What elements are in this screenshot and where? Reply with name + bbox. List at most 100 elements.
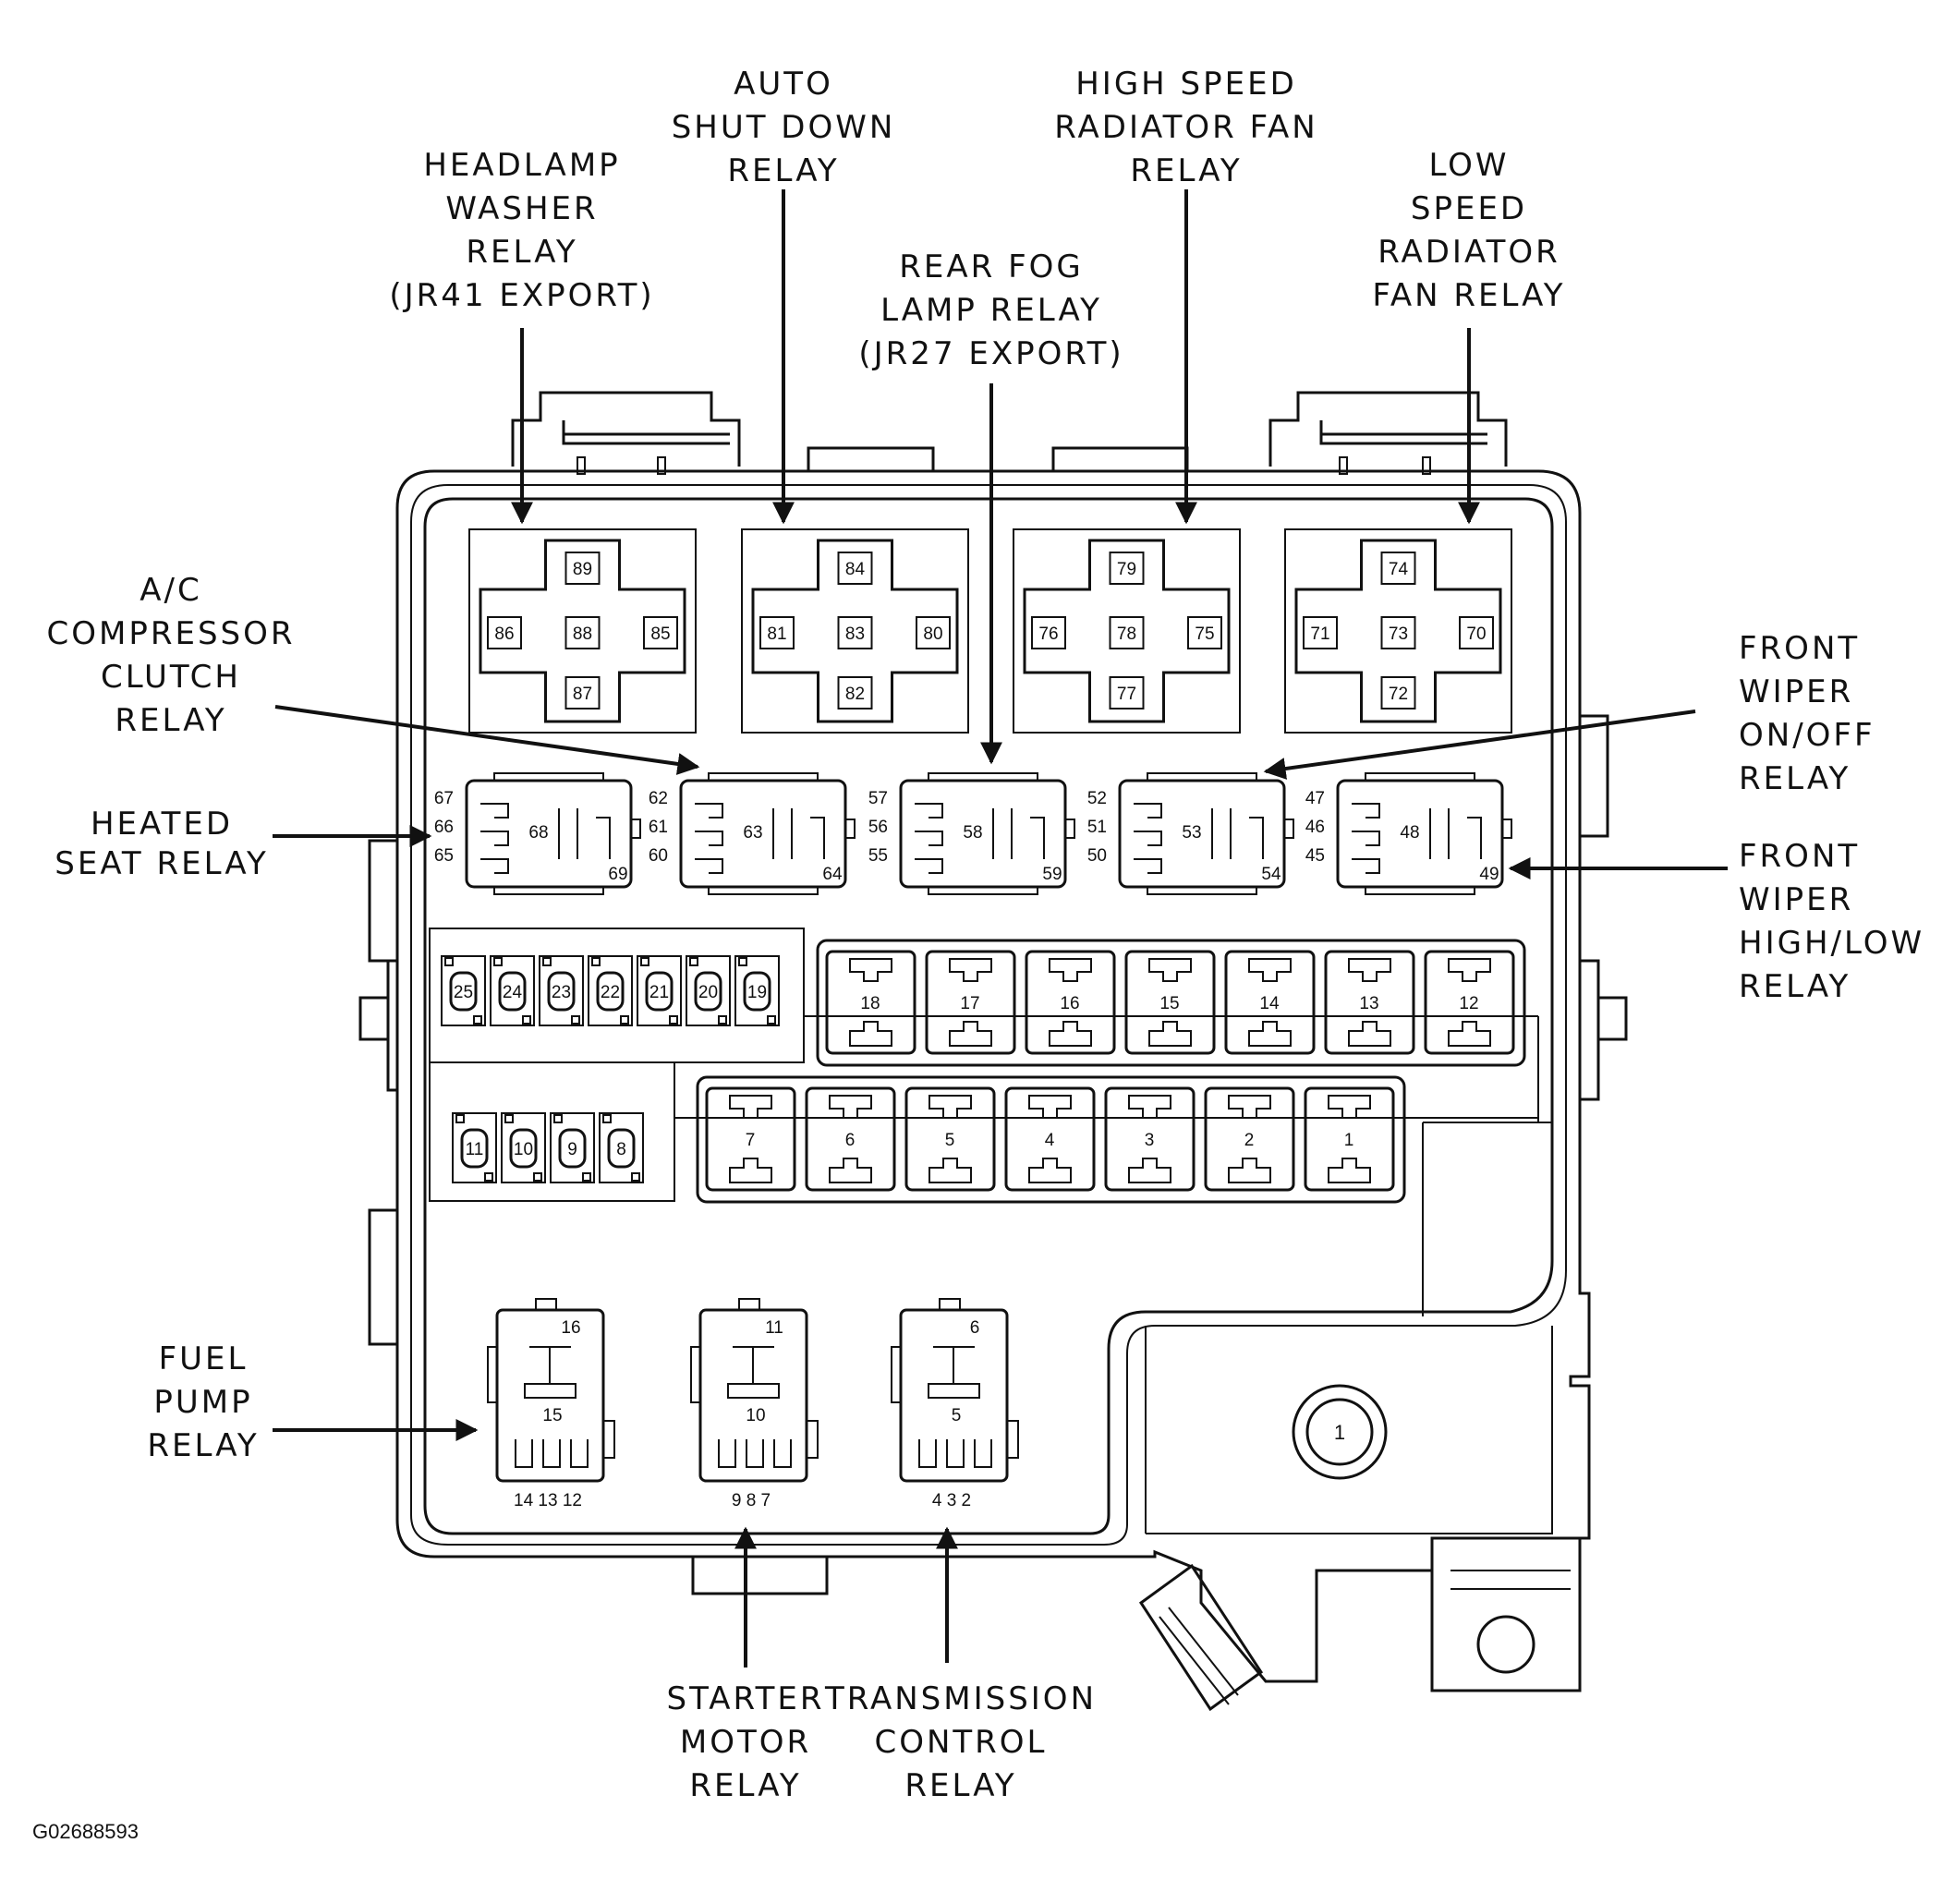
fuse-number: 22 [601, 983, 620, 1002]
fuse-number: 9 [567, 1140, 577, 1159]
relay-pin-number: 62 [649, 789, 668, 808]
label-front-wiper-highlow-line: WIPER [1739, 881, 1853, 918]
fuse-number: 5 [945, 1131, 955, 1150]
relay-pin-number: 67 [434, 789, 454, 808]
label-heated-seat-line: SEAT RELAY [55, 845, 268, 882]
cartridge-fuse: 2 [1204, 1086, 1295, 1192]
label-heated-seat-line: HEATED [91, 806, 233, 843]
fuse-number: 20 [698, 983, 718, 1002]
label-ac-compressor-line: COMPRESSOR [47, 615, 296, 652]
mini-relay: 47 46 45 48 49 [1305, 772, 1512, 895]
relay-pin-number: 16 [561, 1318, 580, 1338]
label-front-wiper-highlow-line: FRONT [1739, 838, 1860, 875]
relay-pin-number: 10 [746, 1406, 765, 1425]
cartridge-fuse: 3 [1104, 1086, 1196, 1192]
label-high-speed-fan-line: RADIATOR FAN [1054, 109, 1317, 146]
relay-pin-number: 59 [1042, 865, 1062, 884]
relay-pin-number: 47 [1305, 789, 1325, 808]
mini-fuse: 9 [550, 1112, 595, 1183]
mini-fuse: 22 [588, 955, 633, 1026]
label-high-speed-fan-line: HIGH SPEED [1075, 66, 1297, 103]
fuse-number: 11 [466, 1140, 484, 1159]
cartridge-fuse: 6 [805, 1086, 896, 1192]
label-rear-fog-line: LAMP RELAY [880, 292, 1102, 329]
label-auto-shut-down-line: RELAY [727, 152, 839, 189]
relay-pin-number: 82 [845, 685, 865, 704]
label-starter-motor-line: RELAY [689, 1767, 801, 1804]
relay-pin-number: 45 [1305, 846, 1325, 866]
label-headlamp-washer-line: WASHER [445, 190, 598, 227]
relay-pin-numbers: 9 8 7 [732, 1491, 771, 1510]
relay-pin-number: 66 [434, 818, 454, 837]
callout-arrows [273, 189, 1728, 1668]
relay-pin-number: 50 [1087, 846, 1107, 866]
cartridge-fuse: 16 [1025, 950, 1116, 1055]
label-starter-motor-line: STARTER [667, 1680, 825, 1717]
label-front-wiper-onoff-line: WIPER [1739, 673, 1853, 710]
label-front-wiper-onoff-line: ON/OFF [1739, 717, 1875, 754]
relay-pin-number: 60 [649, 846, 668, 866]
fuse-number: 21 [649, 983, 669, 1002]
fuse-number: 14 [1259, 994, 1280, 1013]
relay-pin-number: 49 [1479, 865, 1499, 884]
label-front-wiper-onoff-line: RELAY [1739, 760, 1851, 797]
mini-fuse: 20 [686, 955, 731, 1026]
cartridge-fuse: 15 [1124, 950, 1216, 1055]
arrow-ac-compressor [274, 705, 700, 775]
bottom-relay: 654 3 2 [891, 1298, 1019, 1510]
mini-relays: 6766656869626160636457565558595251505354… [434, 772, 1512, 895]
cartridge-fuse: 1 [1304, 1086, 1395, 1192]
label-ac-compressor-line: RELAY [115, 702, 226, 739]
figure-code: G02688593 [32, 1820, 139, 1843]
fuse-number: 7 [746, 1131, 756, 1150]
relay-pin-number: 52 [1087, 789, 1107, 808]
fuse-number: 18 [860, 994, 880, 1013]
cartridge-fuse: 13 [1324, 950, 1415, 1055]
relay-pin-number: 88 [573, 625, 592, 644]
relay-pin-number: 85 [650, 625, 670, 644]
relay-pin-number: 53 [1182, 823, 1201, 843]
label-rear-fog-line: (JR27 EXPORT) [858, 335, 1123, 372]
label-fuel-pump-line: PUMP [153, 1384, 252, 1421]
fuse-number: 12 [1459, 994, 1478, 1013]
label-headlamp-washer-line: (JR41 EXPORT) [389, 277, 654, 314]
mini-fuse: 19 [734, 955, 780, 1026]
relay-pin-number: 70 [1466, 625, 1486, 644]
label-low-speed-fan-line: LOW [1428, 147, 1509, 184]
fuse-number: 1 [1344, 1131, 1354, 1150]
relay-pin-number: 79 [1117, 560, 1136, 579]
relay-pin-number: 76 [1038, 625, 1058, 644]
fuse-number: 2 [1244, 1131, 1255, 1150]
mini-fuse: 24 [490, 955, 535, 1026]
label-low-speed-fan-line: SPEED [1411, 190, 1527, 227]
relay-pin-number: 48 [1400, 823, 1419, 843]
mini-fuse: 8 [599, 1112, 644, 1183]
mini-fuse: 10 [501, 1112, 546, 1183]
relay-pin-number: 65 [434, 846, 454, 866]
relay-pin-number: 74 [1389, 560, 1409, 579]
cartridge-fuse-panel [816, 939, 1526, 1067]
relay-pin-number: 5 [952, 1406, 962, 1425]
label-auto-shut-down-line: AUTO [734, 66, 833, 103]
fuse-number: 23 [552, 983, 571, 1002]
relay-pin-number: 83 [845, 625, 865, 644]
label-transmission-control-line: RELAY [904, 1767, 1016, 1804]
label-low-speed-fan-line: FAN RELAY [1372, 277, 1565, 314]
label-front-wiper-onoff-line: FRONT [1739, 630, 1860, 667]
relay-pin-number: 46 [1305, 818, 1325, 837]
label-ac-compressor-line: CLUTCH [101, 659, 241, 696]
label-high-speed-fan-line: RELAY [1130, 152, 1242, 189]
relay-pin-numbers: 4 3 2 [932, 1491, 971, 1510]
fuse-number: 13 [1359, 994, 1378, 1013]
label-headlamp-washer-line: HEADLAMP [423, 147, 620, 184]
cartridge-fuse-panel [696, 1075, 1406, 1204]
relay-pin-number: 15 [542, 1406, 562, 1425]
